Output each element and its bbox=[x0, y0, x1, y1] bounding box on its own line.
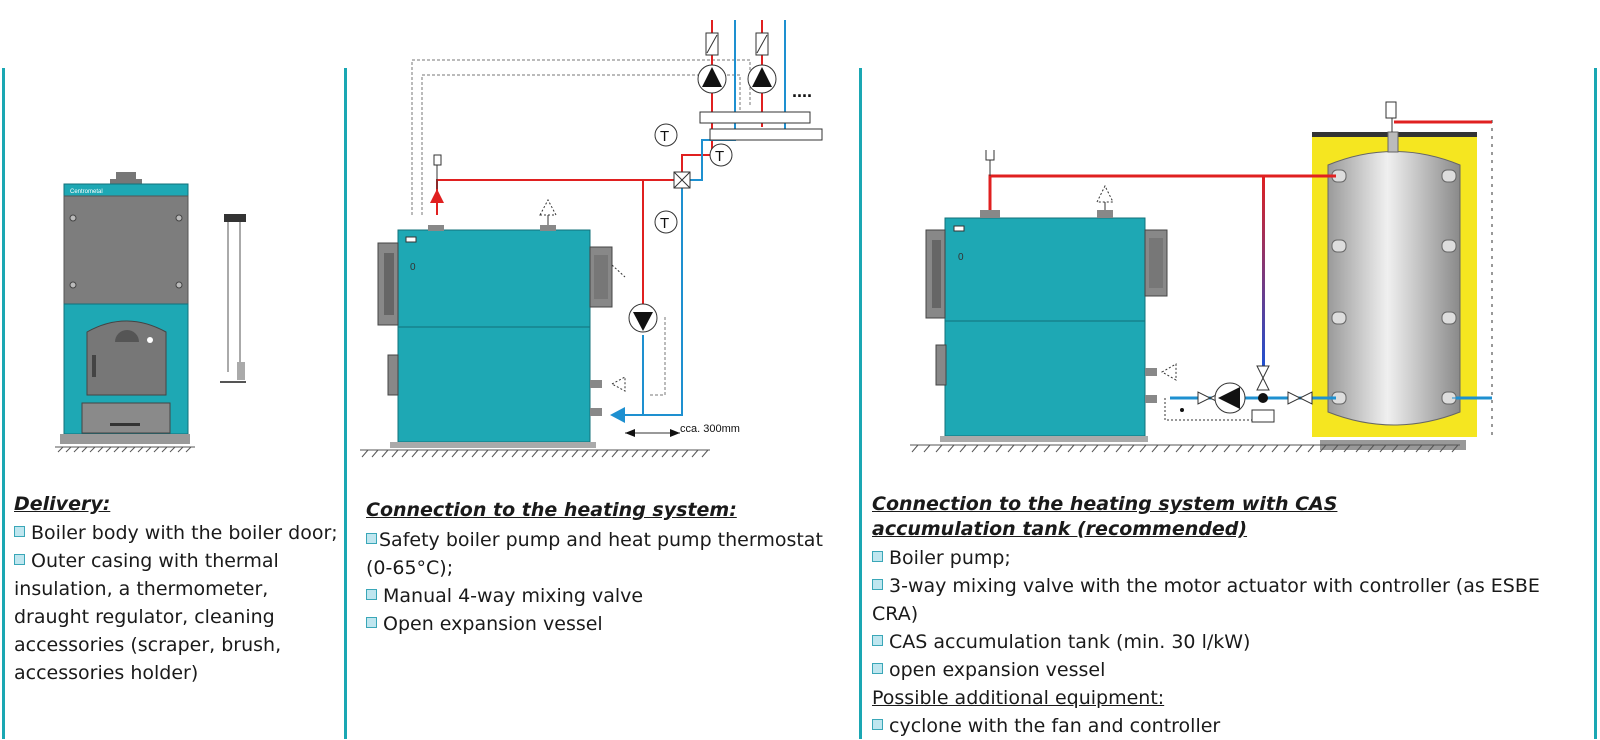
bullet-icon bbox=[366, 617, 377, 628]
delivery-heading: Delivery: bbox=[14, 493, 111, 515]
cas-heading: Connection to the heating system with CA… bbox=[872, 493, 1338, 540]
thermostat-symbol: T bbox=[660, 128, 669, 145]
heating-system-diagram: .... T T T 0 cca. 300mm bbox=[360, 20, 823, 458]
heating-item: Open expansion vessel bbox=[366, 610, 846, 638]
bullet-icon bbox=[872, 719, 883, 730]
delivery-item: Boiler body with the boiler door; bbox=[14, 519, 339, 547]
heating-heading: Connection to the heating system: bbox=[366, 499, 737, 521]
heating-panel: Connection to the heating system: Safety… bbox=[366, 498, 846, 638]
bullet-icon bbox=[872, 579, 883, 590]
separator-2 bbox=[859, 68, 862, 739]
bullet-icon bbox=[872, 635, 883, 646]
delivery-panel: Delivery: Boiler body with the boiler do… bbox=[14, 492, 339, 687]
boiler-logo: Centrometal bbox=[70, 189, 103, 195]
bullet-icon bbox=[366, 533, 377, 544]
bullet-icon bbox=[366, 589, 377, 600]
separator-1 bbox=[344, 68, 347, 739]
cas-item: Boiler pump; bbox=[872, 544, 1572, 572]
distance-label: cca. 300mm bbox=[680, 423, 740, 435]
gauge-mark: 0 bbox=[958, 252, 964, 263]
gauge-mark: 0 bbox=[410, 262, 416, 273]
delivery-illustration: Centrometal bbox=[55, 172, 246, 453]
bullet-icon bbox=[14, 554, 25, 565]
additional-item: cyclone with the fan and controller bbox=[872, 712, 1572, 740]
heating-item: Manual 4-way mixing valve bbox=[366, 582, 846, 610]
bullet-icon bbox=[872, 551, 883, 562]
heating-item: Safety boiler pump and heat pump thermos… bbox=[366, 529, 823, 579]
cas-item: open expansion vessel bbox=[872, 656, 1572, 684]
additional-equipment-heading: Possible additional equipment: bbox=[872, 687, 1165, 709]
thermostat-symbol: T bbox=[715, 148, 724, 165]
delivery-item: Outer casing with thermal insulation, a … bbox=[14, 550, 282, 684]
cas-panel: Connection to the heating system with CA… bbox=[872, 492, 1572, 740]
bullet-icon bbox=[14, 526, 25, 537]
separator-left bbox=[2, 68, 5, 739]
cas-item: CAS accumulation tank (min. 30 l/kW) bbox=[872, 628, 1572, 656]
thermostat-symbol: T bbox=[660, 215, 669, 232]
cas-tank-diagram: 0 bbox=[910, 101, 1493, 453]
bullet-icon bbox=[872, 663, 883, 674]
more-indicator: .... bbox=[792, 81, 812, 101]
cas-item: 3-way mixing valve with the motor actuat… bbox=[872, 575, 1540, 625]
separator-right bbox=[1594, 68, 1597, 739]
